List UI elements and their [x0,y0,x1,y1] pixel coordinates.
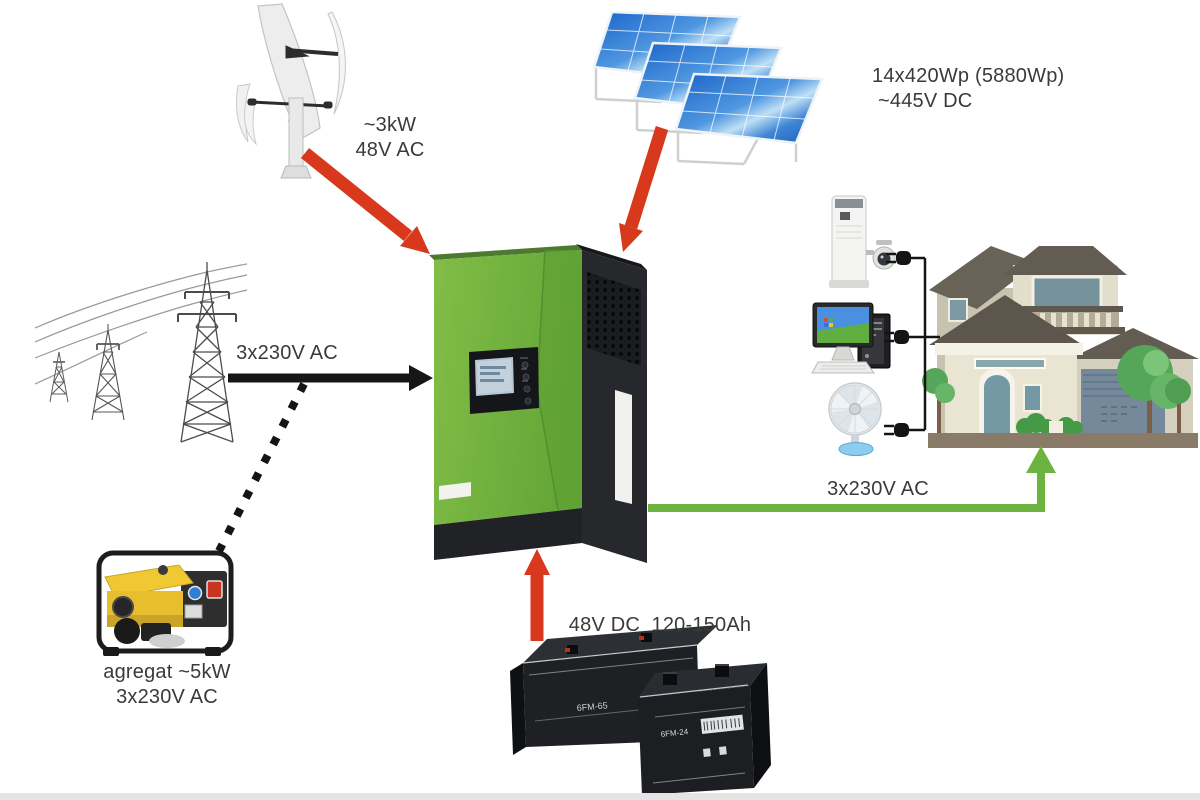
generator-spec-line1: agregat ~5kW [103,661,231,683]
plug-icon-computer [884,330,909,344]
desktop-computer-icon [811,302,891,374]
arrow-battery-to-inverter [524,549,550,641]
inverter-icon [429,244,647,563]
vent-grille [587,272,641,366]
fuel-cap [158,565,168,575]
wind-power-line1: ~3kW [363,114,417,136]
cctv-camera-icon [866,240,896,270]
red-switch [206,580,223,599]
arrow-solar-to-inverter [619,126,669,252]
side-label [615,390,632,504]
top-edge [576,244,647,270]
battery-large: 6FM-65 [510,625,718,755]
battery-spec-label: 48V DC 120-150Ah [568,614,752,636]
ac-top-vent [835,199,863,208]
dotted-generator-line [215,382,308,553]
house-icon [922,246,1199,448]
page-bottom-edge [0,793,1200,800]
battery-small-model: 6FM-24 [660,727,689,739]
fan-hub [849,403,861,415]
keyboard-keys [820,365,866,370]
foot-left [103,647,119,656]
pylon-large [177,262,237,443]
muffler [149,634,185,648]
battery-small: 6FM-24 [638,663,771,795]
solar-spec-label: 14x420Wp (5880Wp) ~445V DC [872,64,1092,114]
pylon-small [49,351,69,403]
appliance-bus-lines [901,256,940,432]
base [434,508,582,560]
wind-power-line2: 48V AC [355,139,425,161]
ac-display [840,212,850,220]
arrow-inverter-to-house [648,446,1056,512]
front-door [984,375,1010,435]
grid-voltage-label: 3x230V AC [236,342,338,364]
foot-right [205,647,221,656]
ground [928,433,1198,448]
power-wires [34,263,248,385]
solar-spec-line1: 14x420Wp (5880Wp) [872,65,1065,87]
generator-frame [96,550,234,654]
lcd-display [469,347,539,414]
output-voltage-label: 3x230V AC [827,478,929,500]
ac-seams [836,225,862,239]
plug-icon-ac [886,251,911,265]
wind-turbine-icon [235,3,346,179]
solar-array-icon [592,10,824,166]
arrow-wind-to-inverter [300,147,430,254]
fan-base [838,442,874,456]
generator-spec-line2: 3x230V AC [116,686,218,708]
battery-bank-icon: 6FM-65 6FM-24 [510,625,771,795]
engine-block [114,618,140,644]
bushes [1016,413,1083,436]
trees [922,345,1191,435]
generator-icon [96,550,234,656]
recoil-starter [112,596,134,618]
fan-icon [828,382,882,456]
plug-icon-fan [884,423,909,437]
fan-neck [851,435,859,445]
front-sticker [439,482,471,500]
turbine-mast [280,97,312,179]
pylon-medium [91,324,125,421]
generator-spec-label: agregat ~5kW 3x230V AC [97,660,237,710]
blue-socket [187,585,203,601]
arrow-grid-to-inverter [228,365,433,391]
gate-post [1049,421,1063,435]
pc-keyboard [811,361,875,374]
solar-panels [592,10,824,166]
pc-monitor [812,302,874,361]
outlet-socket [184,604,203,619]
grid-pylons-icon [34,262,248,443]
air-conditioner-icon [829,195,896,288]
battery-large-model: 6FM-65 [576,700,608,713]
house-entrance [929,295,1083,435]
wind-power-label: ~3kW 48V AC [320,113,460,163]
generator-tank [104,564,194,598]
house-upper-room [1003,246,1127,335]
solar-spec-line2: ~445V DC [878,90,973,112]
ac-base [829,280,869,288]
front-facet [537,250,582,510]
top-face [429,245,582,260]
